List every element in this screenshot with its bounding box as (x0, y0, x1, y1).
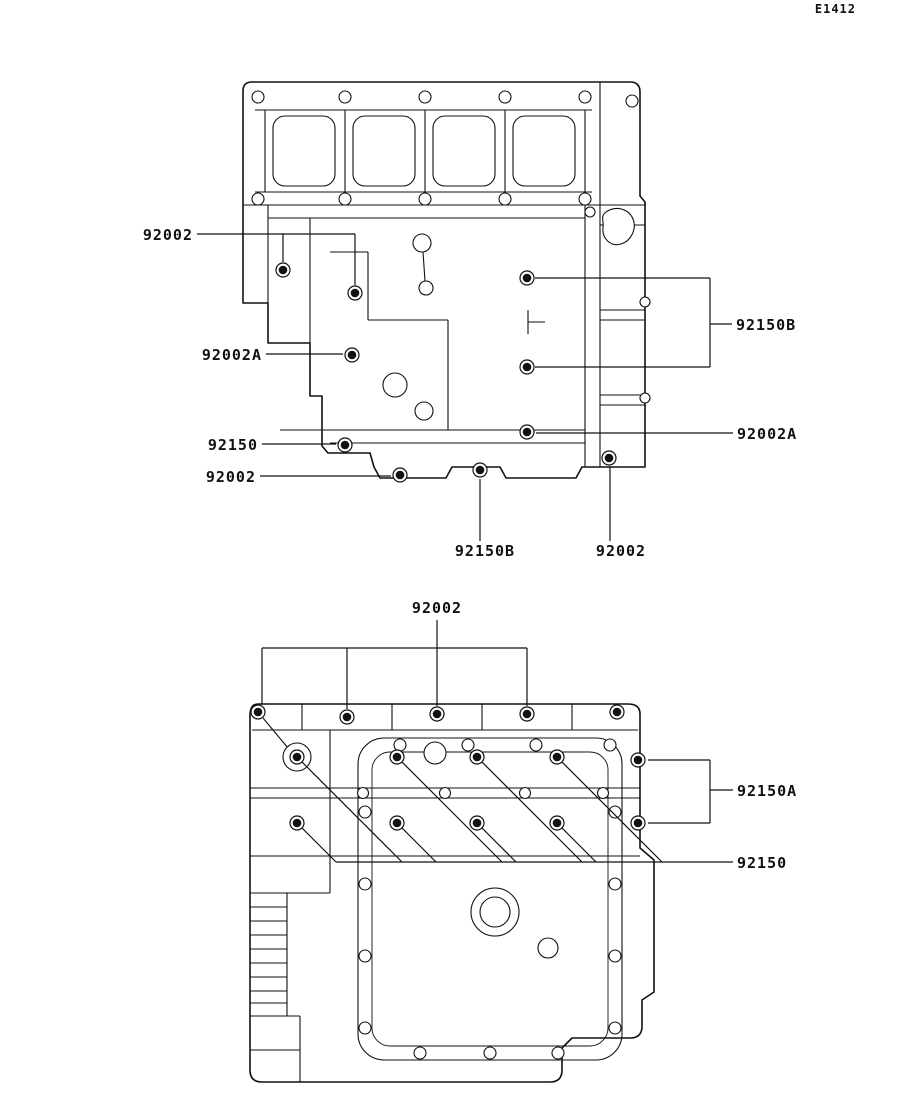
leader-line (261, 620, 733, 863)
bolt-marker (339, 709, 355, 725)
bolt-marker (549, 749, 565, 765)
bolt-marker (469, 749, 485, 765)
bolt-marker (519, 359, 535, 375)
bolt-marker (601, 450, 617, 466)
lower-diagonal-leaders (296, 756, 663, 863)
callout-92150b-right: 92150B (736, 316, 796, 334)
upper-bolt-holes (251, 90, 651, 421)
cylinder-bay-3 (432, 115, 496, 187)
leader-line (197, 233, 733, 541)
bolt-marker (469, 815, 485, 831)
bolt-marker (275, 262, 291, 278)
bolt-marker (337, 437, 353, 453)
upper-callout-labels: 92002 92002A 92150B 92002A 92150 92002 9… (143, 226, 797, 560)
callout-92002-top: 92002 (412, 599, 462, 617)
upper-bolt-markers (275, 262, 617, 483)
page-code: E1412 (814, 2, 856, 16)
bolt-marker (429, 706, 445, 722)
lower-bolt-holes (282, 738, 622, 1060)
bolt-marker (519, 706, 535, 722)
callout-92150-left: 92150 (208, 436, 258, 454)
bolt-marker (630, 752, 646, 768)
lower-bolt-markers (250, 704, 646, 831)
oil-pan-flange-inner (371, 751, 609, 1047)
bolt-marker (389, 815, 405, 831)
lower-callout-labels: 92002 92150A 92150 (412, 599, 797, 872)
callout-92002-upper-left: 92002 (143, 226, 193, 244)
bolt-marker (549, 815, 565, 831)
lower-case-outline (249, 703, 655, 1083)
upper-crankcase-view (242, 81, 651, 483)
callout-92150b-bottom: 92150B (455, 542, 515, 560)
callout-92002a-right: 92002A (737, 425, 797, 443)
bolt-marker (472, 462, 488, 478)
bolt-marker (289, 749, 305, 765)
bolt-marker (389, 749, 405, 765)
cylinder-bay-4 (512, 115, 576, 187)
bolt-marker (344, 347, 360, 363)
callout-92150a-right: 92150A (737, 782, 797, 800)
bolt-marker (609, 704, 625, 720)
oil-pan-flange-outer (357, 737, 623, 1061)
bolt-marker (519, 424, 535, 440)
callout-92002-bottom: 92002 (596, 542, 646, 560)
bolt-marker (392, 467, 408, 483)
lower-callout-leaders (261, 620, 733, 863)
lower-crankcase-view (249, 703, 663, 1083)
upper-case-inner-lines (243, 82, 645, 467)
cylinder-bay-2 (352, 115, 416, 187)
bolt-marker (630, 815, 646, 831)
upper-callout-leaders (197, 233, 733, 541)
bolt-marker (289, 815, 305, 831)
bolt-marker (347, 285, 363, 301)
callout-92002a-left: 92002A (202, 346, 262, 364)
callout-92002-lower-left: 92002 (206, 468, 256, 486)
breather-boss (602, 207, 635, 246)
callout-92150-right: 92150 (737, 854, 787, 872)
bolt-marker (519, 270, 535, 286)
upper-case-outline (242, 81, 646, 479)
bolt-marker (250, 704, 266, 720)
cylinder-bay-1 (272, 115, 336, 187)
